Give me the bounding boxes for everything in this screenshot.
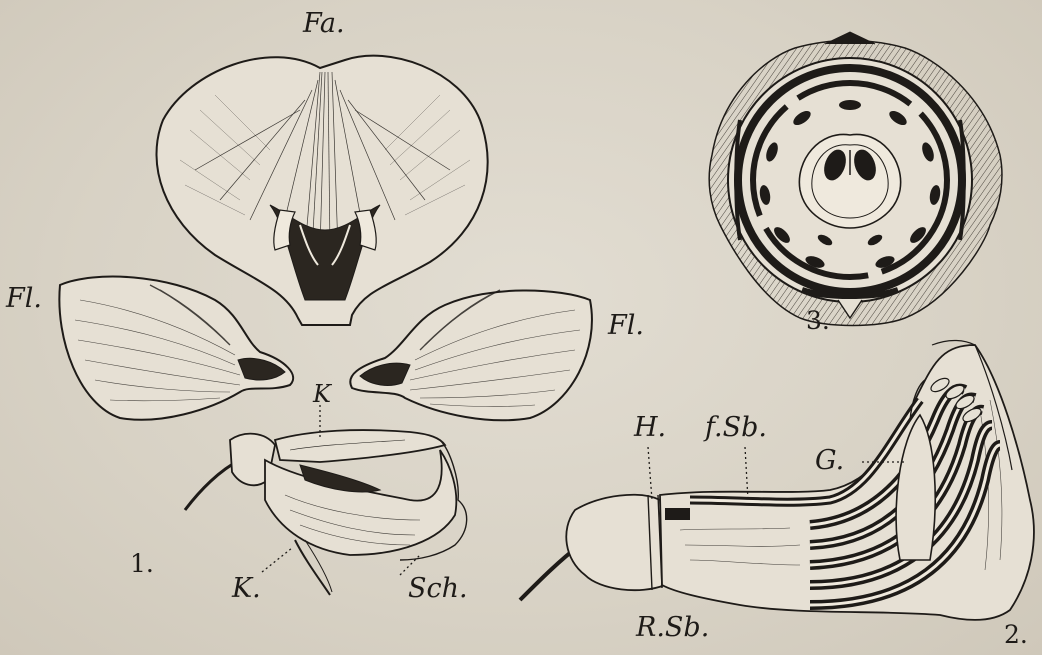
label-keel-bottom: K. [232,575,261,602]
fig1-wing-petal-right [350,290,592,420]
fig1-keel-flower [185,430,467,595]
figure-number-1: 1. [130,551,154,576]
fig3-floral-diagram [709,32,1002,326]
fig1-flag-petal [156,56,487,325]
label-r-sb: R.Sb. [636,614,709,641]
label-g: G. [815,447,844,474]
label-flag-petal: Fa. [303,10,345,37]
label-sch: Sch. [408,575,468,602]
label-wing-petal-left: Fl. [6,285,42,312]
label-keel-top: K [313,382,331,406]
label-f-sb: f.Sb. [705,414,767,441]
label-h: H. [634,414,666,441]
label-wing-petal-right: Fl. [608,312,644,339]
fig2-stamen-tube [520,340,1034,620]
fig1-wing-petal-left [59,277,293,420]
figure-number-2: 2. [1004,622,1028,647]
figure-number-3: 3. [806,308,830,333]
